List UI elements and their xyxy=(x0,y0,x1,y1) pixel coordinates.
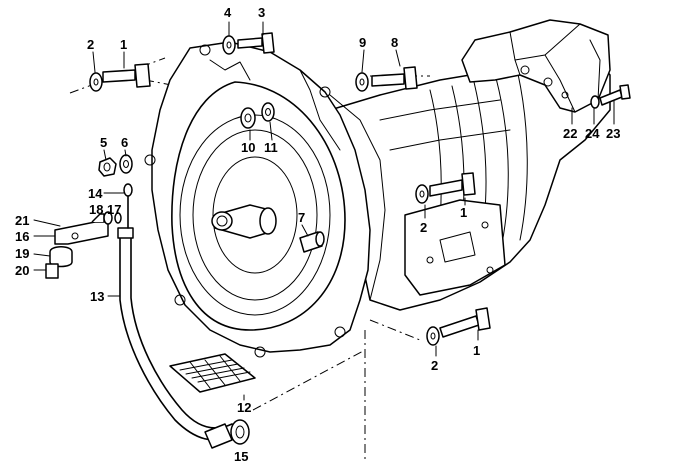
oil-tube-13 xyxy=(117,227,250,449)
callout-15: 15 xyxy=(234,449,248,461)
callout-21: 21 xyxy=(15,213,29,228)
bracket-16-21 xyxy=(45,211,122,279)
nut-10-11 xyxy=(240,102,275,129)
filter-grille-12 xyxy=(169,353,256,393)
callout-1-top: 1 xyxy=(120,37,127,52)
callout-23: 23 xyxy=(606,126,620,141)
bell-housing xyxy=(144,41,386,358)
callout-20: 20 xyxy=(15,263,29,278)
bolt-1-mid xyxy=(415,172,476,204)
callout-19: 19 xyxy=(15,246,29,261)
callout-12: 12 xyxy=(237,400,251,415)
callout-3: 3 xyxy=(258,5,265,20)
callout-labels: 1 2 3 4 5 6 7 8 9 10 11 12 13 14 15 16 1… xyxy=(15,5,620,461)
nut-5-6 xyxy=(98,154,133,177)
bolt-8 xyxy=(355,66,418,92)
callout-9: 9 xyxy=(359,35,366,50)
dipstick-14 xyxy=(123,183,133,229)
callout-18: 18 xyxy=(89,202,103,217)
callout-8: 8 xyxy=(391,35,398,50)
callout-2-low: 2 xyxy=(431,358,438,373)
callout-17: 17 xyxy=(107,202,121,217)
callout-5: 5 xyxy=(100,135,107,150)
callout-1-mid: 1 xyxy=(460,205,467,220)
callout-2-top: 2 xyxy=(87,37,94,52)
callout-14: 14 xyxy=(88,186,103,201)
callout-16: 16 xyxy=(15,229,29,244)
callout-13: 13 xyxy=(90,289,104,304)
leader-lines xyxy=(33,21,615,401)
bolt-23 xyxy=(590,84,631,109)
callout-22: 22 xyxy=(563,126,577,141)
bolt-1-top xyxy=(89,63,151,92)
callout-7: 7 xyxy=(298,210,305,225)
callout-10: 10 xyxy=(241,140,255,155)
callout-1-low: 1 xyxy=(473,343,480,358)
callout-2-mid: 2 xyxy=(420,220,427,235)
callout-4: 4 xyxy=(224,5,232,20)
callout-11: 11 xyxy=(264,140,278,155)
callout-24: 24 xyxy=(585,126,600,141)
dowel-pin-7 xyxy=(299,231,325,253)
bolt-1-low xyxy=(426,307,491,346)
callout-6: 6 xyxy=(121,135,128,150)
